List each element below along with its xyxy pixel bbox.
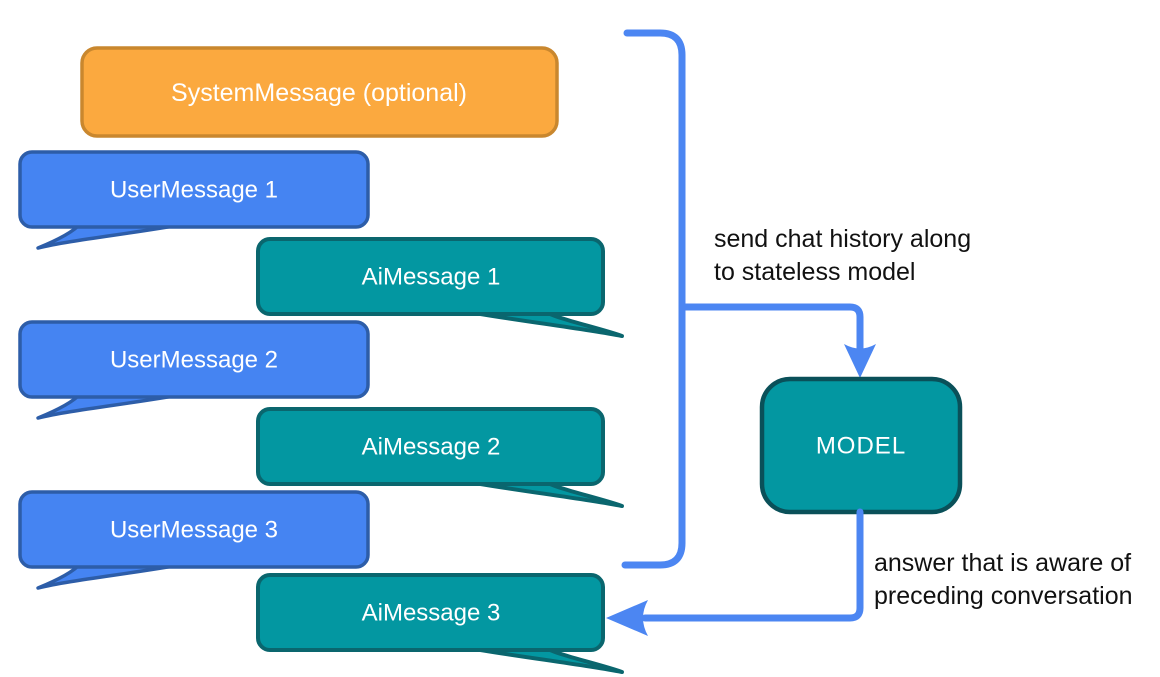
system-message-rect (80, 46, 559, 138)
ai-message-3-bubble: AiMessage 3 (256, 573, 624, 674)
ai-message-2-tail (460, 479, 624, 508)
user-message-3-label: UserMessage 3 (110, 517, 278, 544)
ai-message-1-tail (460, 309, 624, 338)
system-message-bubble: SystemMessage (optional) (80, 46, 559, 138)
user-message-2-label: UserMessage 2 (110, 347, 278, 374)
user-message-1-tail (36, 222, 187, 250)
user-message-2-bubble: UserMessage 2 (18, 320, 370, 420)
answer-line1: answer that is aware of (874, 549, 1131, 577)
answer-arrowhead-icon (606, 600, 648, 636)
model-box: MODEL (759, 376, 963, 515)
ai-message-1-rect (256, 237, 605, 316)
user-message-1-bubble: UserMessage 1 (18, 150, 370, 250)
ai-message-2-label: AiMessage 2 (362, 434, 501, 461)
user-message-1-rect (18, 150, 370, 229)
send-history-line1: send chat history along (714, 225, 971, 253)
system-message-label: SystemMessage (optional) (171, 79, 467, 107)
history-bracket (621, 29, 686, 569)
model-output-connector (641, 508, 864, 622)
user-message-2-tail (36, 392, 187, 420)
bracket-to-model-connector (678, 303, 864, 353)
ai-message-3-label: AiMessage 3 (362, 600, 501, 627)
user-message-3-tail (36, 562, 187, 590)
send-history-annotation: send chat history along to stateless mod… (714, 225, 971, 286)
user-message-1-label: UserMessage 1 (110, 177, 278, 204)
ai-message-2-rect (256, 407, 605, 486)
model-input-arrowhead-icon (844, 344, 876, 378)
send-history-line2: to stateless model (714, 258, 916, 286)
ai-message-3-tail (460, 645, 624, 674)
user-message-3-rect (18, 490, 370, 569)
user-message-3-bubble: UserMessage 3 (18, 490, 370, 590)
user-message-2-rect (18, 320, 370, 399)
ai-message-1-label: AiMessage 1 (362, 264, 501, 291)
model-label: MODEL (816, 433, 906, 460)
ai-message-3-rect (256, 573, 605, 652)
answer-annotation: answer that is aware of preceding conver… (874, 549, 1133, 610)
answer-line2: preceding conversation (874, 582, 1133, 610)
ai-message-1-bubble: AiMessage 1 (256, 237, 624, 338)
ai-message-2-bubble: AiMessage 2 (256, 407, 624, 508)
